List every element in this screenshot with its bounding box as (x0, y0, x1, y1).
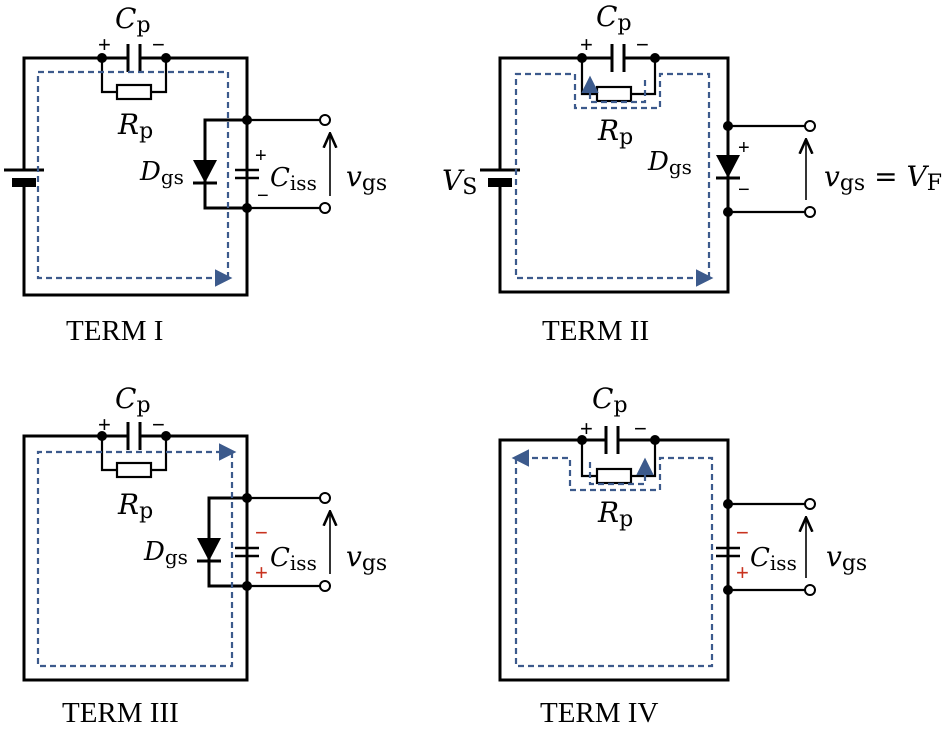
loop-wire (22, 434, 249, 682)
svg-text:Rp: Rp (597, 496, 633, 532)
current-flow-path (514, 72, 714, 287)
svg-text:−: − (634, 416, 647, 441)
svg-text:−: − (152, 32, 165, 57)
svg-text:Rp: Rp (597, 114, 633, 150)
svg-text:Cp: Cp (115, 382, 151, 418)
svg-text:+: + (580, 32, 593, 57)
diode-dgs (716, 155, 740, 180)
panel-term-4: Cp + − Rp − + Ciss vgs TERM IV (498, 382, 867, 729)
svg-text:−: − (736, 520, 749, 545)
current-flow-path (36, 70, 233, 287)
current-flow-path (511, 449, 714, 668)
svg-text:Cp: Cp (592, 382, 628, 418)
svg-text:vgs = VF: vgs = VF (824, 160, 942, 196)
svg-text:Rp: Rp (117, 108, 153, 144)
rp-flow-path (588, 457, 654, 486)
panel-title: TERM III (62, 697, 179, 729)
svg-text:Ciss: Ciss (270, 543, 317, 575)
resistor-rp (580, 440, 657, 485)
resistor-rp (100, 436, 168, 479)
output-terminal (319, 492, 331, 504)
svg-text:+: + (255, 560, 268, 585)
panel-title: TERM I (66, 315, 163, 347)
output-terminal (319, 580, 331, 592)
svg-text:+: + (580, 416, 593, 441)
svg-text:Ciss: Ciss (750, 543, 797, 575)
svg-text:Dgs: Dgs (139, 157, 184, 189)
battery (480, 168, 520, 187)
loop-wire (498, 438, 730, 682)
svg-text:+: + (98, 32, 111, 57)
svg-text:Cp: Cp (115, 2, 151, 38)
diode-dgs (193, 160, 217, 185)
svg-text:+: + (98, 412, 111, 437)
svg-text:−: − (257, 185, 269, 207)
svg-text:vgs: vgs (346, 540, 387, 576)
svg-text:−: − (738, 179, 750, 201)
output-terminal (319, 202, 331, 214)
svg-text:vgs: vgs (346, 160, 387, 196)
panel-term-1: Cp + − Rp Dgs + − Ciss vgs TERM I (4, 2, 387, 347)
output-terminal (804, 206, 816, 218)
svg-text:+: + (738, 137, 750, 159)
output-terminal (804, 498, 816, 510)
panel-term-3: Cp + − Rp Dgs − + Ciss vgs TERM III (22, 382, 387, 729)
capacitor-ciss (716, 546, 740, 558)
panel-term-2: Cp + − Rp Dgs + − VS vgs = VF TERM II (442, 0, 942, 347)
rp-flow-path (581, 75, 647, 104)
svg-text:+: + (255, 145, 267, 167)
svg-text:Ciss: Ciss (270, 163, 317, 195)
current-flow-path (36, 443, 237, 668)
capacitor-cp (97, 44, 171, 72)
capacitor-ciss (235, 168, 259, 180)
svg-text:vgs: vgs (826, 540, 867, 576)
svg-text:Dgs: Dgs (647, 147, 692, 179)
output-terminal (319, 114, 331, 126)
svg-text:Cp: Cp (596, 0, 632, 36)
svg-text:+: + (736, 560, 749, 585)
loop-wire (22, 56, 249, 297)
svg-text:VS: VS (442, 164, 477, 200)
output-terminal (804, 120, 816, 132)
resistor-rp (100, 58, 168, 101)
panel-title: TERM IV (540, 697, 658, 729)
output-terminal (804, 584, 816, 596)
diode-dgs (197, 538, 221, 563)
capacitor-ciss (235, 546, 259, 558)
svg-text:−: − (636, 32, 649, 57)
svg-text:−: − (152, 412, 165, 437)
panel-title: TERM II (542, 315, 649, 347)
loop-wire (498, 56, 730, 294)
svg-text:Dgs: Dgs (143, 537, 188, 569)
svg-text:Rp: Rp (117, 488, 153, 524)
svg-text:−: − (255, 520, 268, 545)
